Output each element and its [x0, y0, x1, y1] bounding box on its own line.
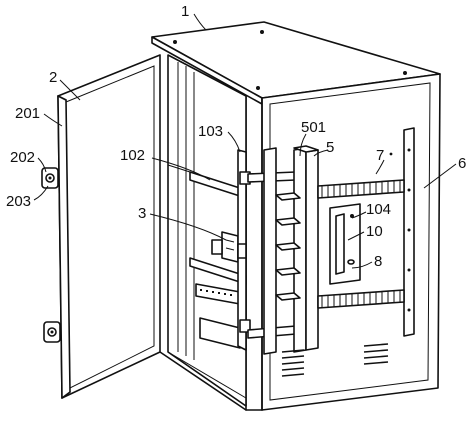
door-panel [57, 54, 161, 399]
top-screw [260, 30, 264, 34]
top-screw [403, 71, 407, 75]
leader-lines [33, 13, 457, 269]
vent-right [363, 343, 389, 365]
door-edge-201 [57, 95, 71, 399]
interior-back [167, 54, 247, 407]
bottom-box [199, 317, 241, 349]
callout-501: 501 [301, 119, 326, 136]
handle-plate-10 [329, 203, 361, 285]
bracket-103 [237, 149, 251, 351]
door-2 [41, 54, 161, 399]
callout-102: 102 [120, 147, 145, 164]
callout-7: 7 [376, 147, 384, 164]
callout-7-dot [389, 152, 393, 156]
callout-2: 2 [49, 69, 57, 86]
callout-5: 5 [326, 139, 334, 156]
callout-3: 3 [138, 205, 146, 222]
top-screw [256, 86, 260, 90]
door-hinge [43, 321, 61, 343]
callout-202: 202 [10, 149, 35, 166]
cabinet-interior [167, 54, 247, 407]
door-hinge [41, 167, 59, 189]
spring-upper-7 [317, 179, 405, 199]
callout-103: 103 [198, 123, 223, 140]
callout-10: 10 [366, 223, 383, 240]
callout-203: 203 [6, 193, 31, 210]
callout-8: 8 [374, 253, 382, 270]
callouts: 1 2 201 202 203 103 102 501 5 7 6 104 10… [6, 3, 466, 270]
top-screw [173, 40, 177, 44]
callout-1: 1 [181, 3, 189, 20]
spring-lower-7 [317, 289, 405, 309]
vent-left [281, 349, 305, 377]
callout-201: 201 [15, 105, 40, 122]
callout-104: 104 [366, 201, 391, 218]
ladder-frame-5 [247, 145, 319, 355]
right-strip [403, 127, 415, 337]
callout-6: 6 [458, 155, 466, 172]
